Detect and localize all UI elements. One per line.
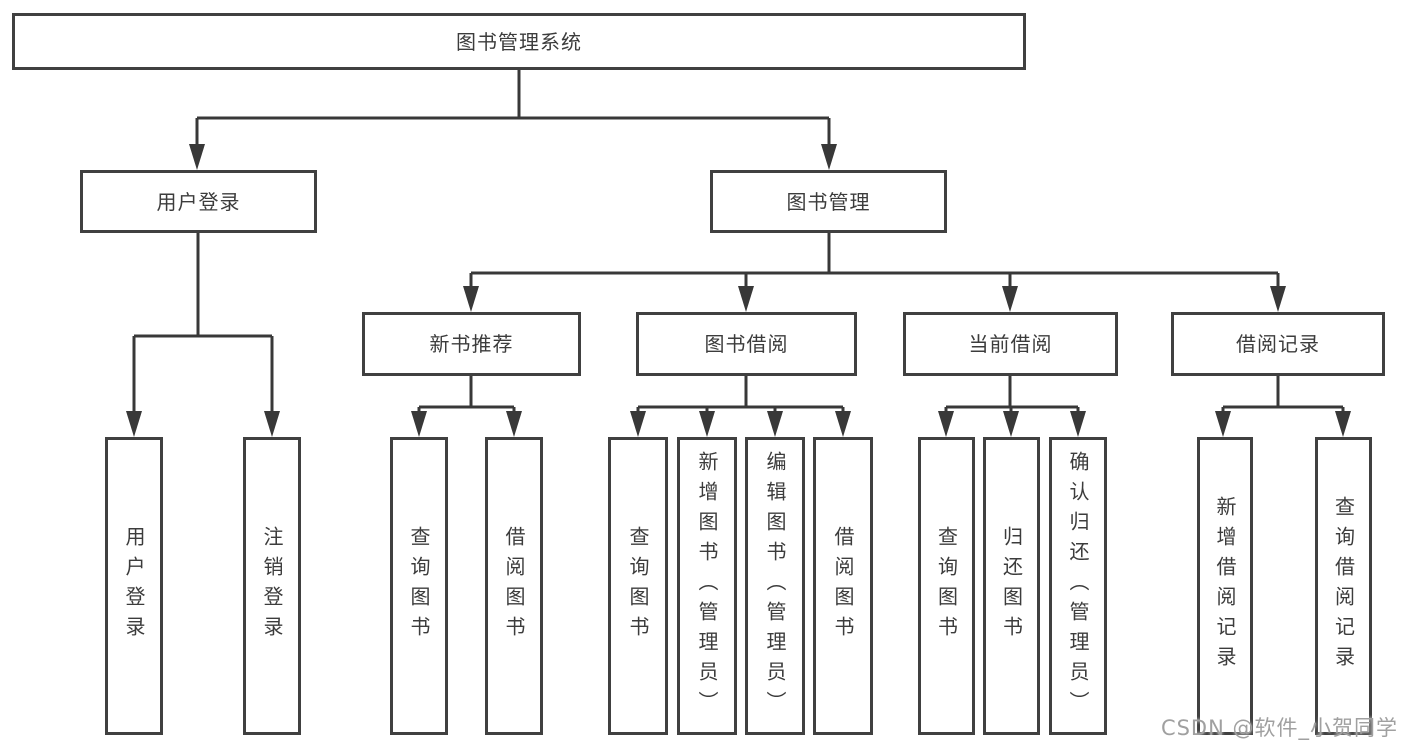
node-leaf-borrow-book-1: 借阅图书: [485, 437, 543, 735]
node-label: 编辑图书（管理员）: [763, 451, 787, 721]
node-leaf-edit-book-admin: 编辑图书（管理员）: [745, 437, 805, 735]
node-leaf-query-book-1: 查询图书: [390, 437, 448, 735]
node-label: 查询借阅记录: [1331, 496, 1356, 676]
node-label: 图书管理: [786, 189, 871, 214]
node-label: 注销登录: [260, 526, 284, 646]
node-new-book-recommendation: 新书推荐: [362, 312, 581, 376]
node-book-borrowing: 图书借阅: [636, 312, 857, 376]
node-label: 图书借阅: [704, 332, 789, 356]
node-label: 用户登录: [122, 526, 146, 646]
node-leaf-add-borrow-record: 新增借阅记录: [1197, 437, 1253, 735]
node-label: 查询图书: [407, 526, 431, 646]
node-leaf-user-login: 用户登录: [105, 437, 163, 735]
node-leaf-query-book-3: 查询图书: [918, 437, 975, 735]
node-user-login: 用户登录: [80, 170, 317, 233]
node-label: 查询图书: [626, 526, 650, 646]
node-label: 图书管理系统: [456, 29, 582, 54]
node-label: 新增借阅记录: [1213, 496, 1237, 676]
node-leaf-add-book-admin: 新增图书（管理员）: [677, 437, 737, 735]
node-leaf-query-book-2: 查询图书: [608, 437, 668, 735]
node-label: 借阅记录: [1236, 332, 1320, 356]
node-current-borrowing: 当前借阅: [903, 312, 1118, 376]
node-label: 查询图书: [934, 526, 959, 646]
node-label: 借阅图书: [831, 526, 855, 646]
node-label: 新书推荐: [429, 332, 514, 356]
node-leaf-query-borrow-record: 查询借阅记录: [1315, 437, 1372, 735]
node-label: 当前借阅: [968, 332, 1053, 356]
node-label: 借阅图书: [502, 526, 526, 646]
node-leaf-borrow-book-2: 借阅图书: [813, 437, 873, 735]
node-book-management: 图书管理: [710, 170, 947, 233]
node-label: 用户登录: [156, 189, 241, 214]
node-library-management-system: 图书管理系统: [12, 13, 1026, 70]
node-leaf-logout: 注销登录: [243, 437, 301, 735]
node-label: 新增图书（管理员）: [695, 451, 719, 721]
node-label: 归还图书: [999, 526, 1024, 646]
node-label: 确认归还（管理员）: [1066, 451, 1090, 721]
node-borrowing-records: 借阅记录: [1171, 312, 1385, 376]
node-leaf-return-book: 归还图书: [983, 437, 1040, 735]
node-leaf-confirm-return-admin: 确认归还（管理员）: [1049, 437, 1107, 735]
csdn-watermark: CSDN @软件_小贺同学: [1160, 716, 1398, 740]
